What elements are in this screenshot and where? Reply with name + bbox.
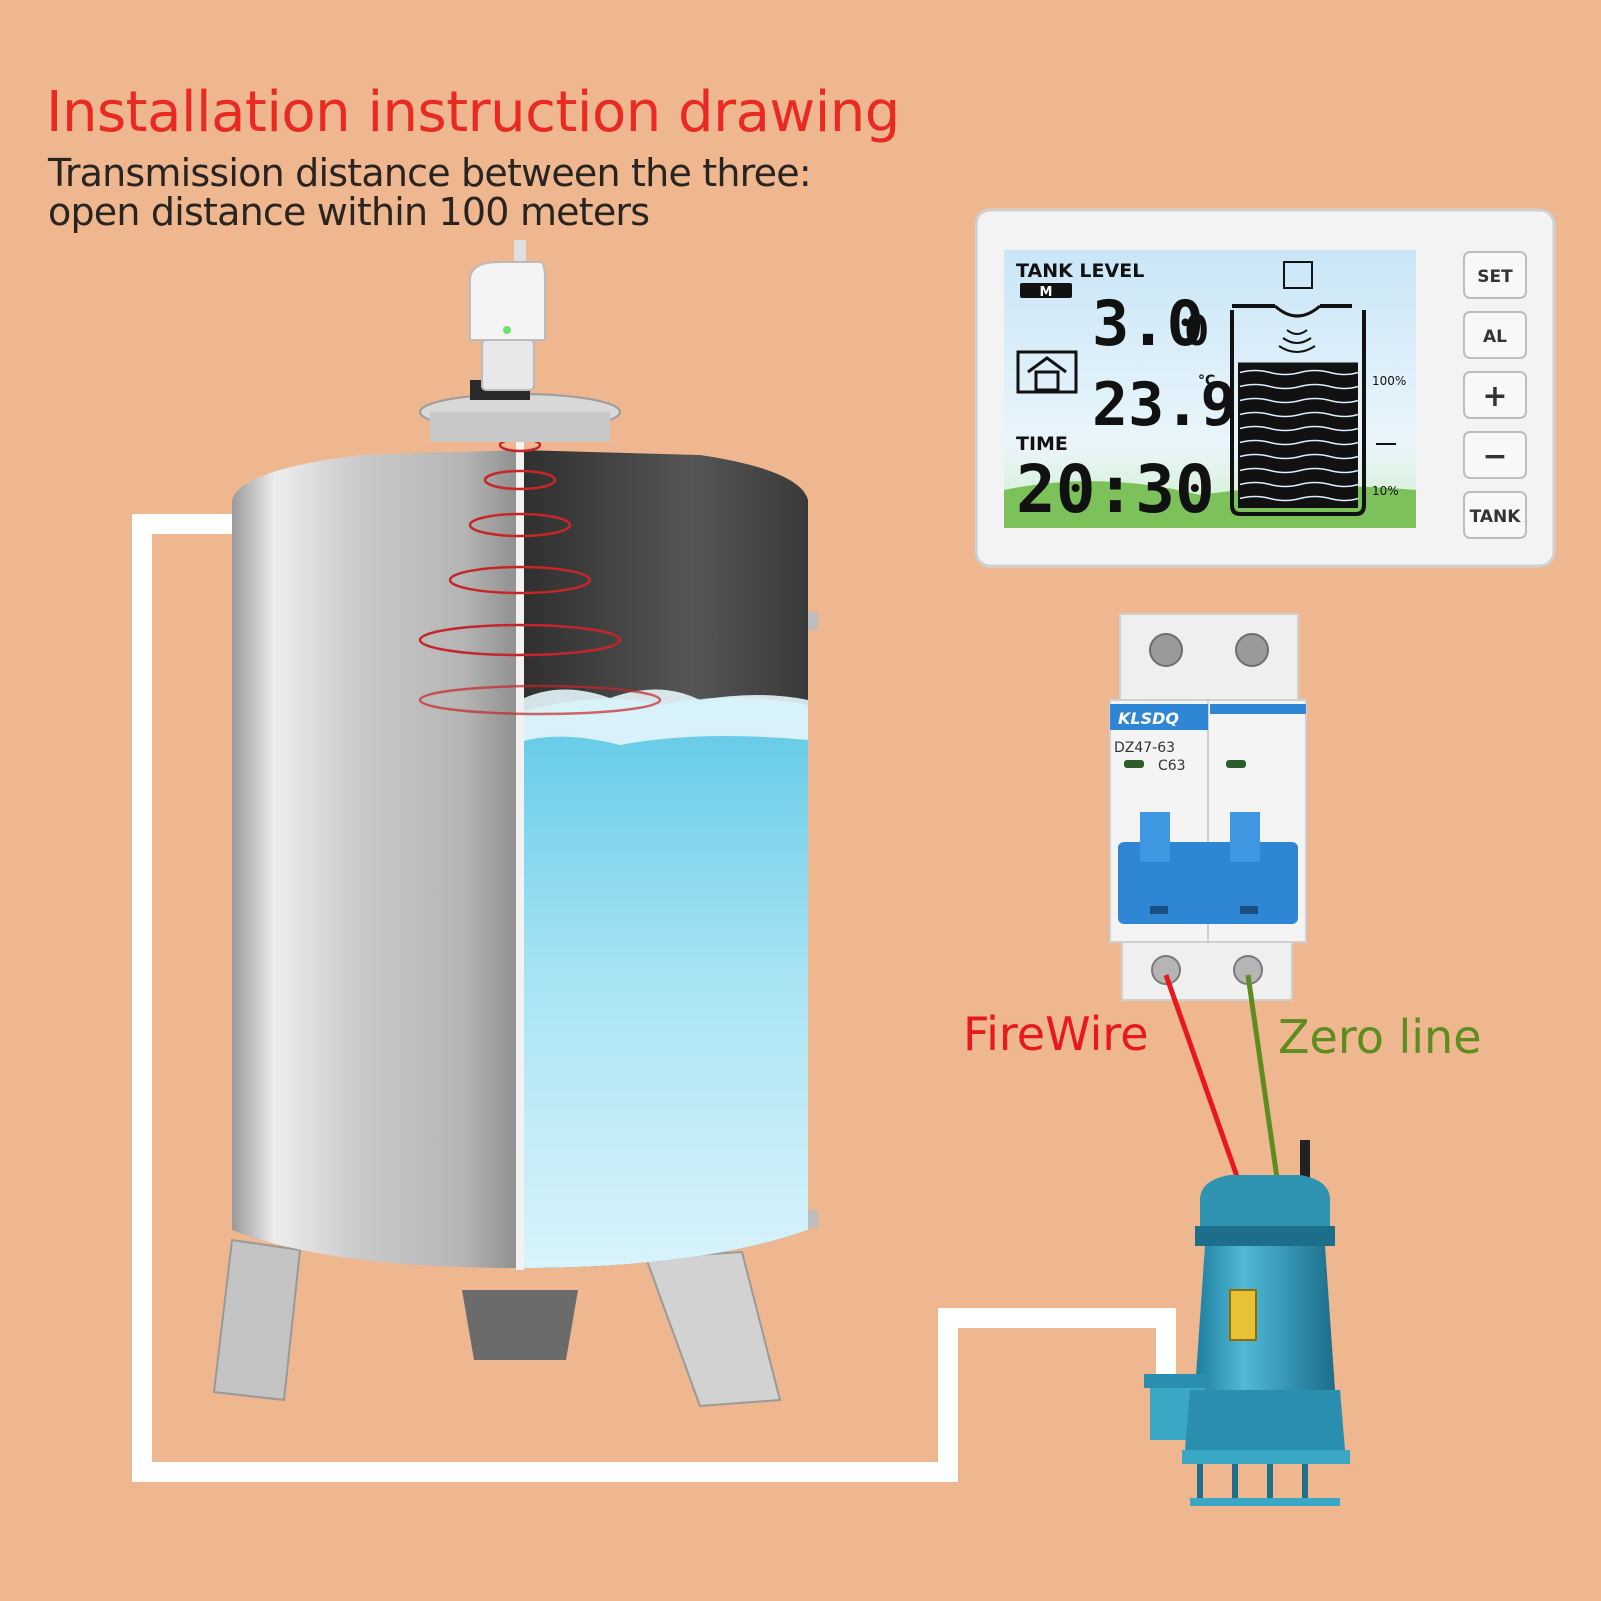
subtitle-line-2: open distance within 100 meters bbox=[48, 190, 650, 234]
alarm-button[interactable]: AL bbox=[1463, 311, 1527, 359]
level-suffix: 0 bbox=[1184, 306, 1209, 355]
time-label: TIME bbox=[1016, 433, 1068, 455]
sensor-icon bbox=[1283, 261, 1313, 289]
tank-button-label: TANK bbox=[1470, 507, 1522, 527]
breaker-model: DZ47-63 bbox=[1114, 740, 1175, 756]
terminal-screw-icon bbox=[1149, 633, 1269, 667]
tank-legs bbox=[212, 1238, 782, 1408]
minus-button[interactable]: − bbox=[1463, 431, 1527, 479]
gauge-wave-line bbox=[1239, 481, 1359, 488]
subtitle-line-1: Transmission distance between the three: bbox=[48, 151, 812, 195]
breaker-brand: KLSDQ bbox=[1118, 709, 1179, 728]
pct-high-label: 100% bbox=[1372, 374, 1406, 388]
plus-button-label: + bbox=[1482, 379, 1507, 414]
breaker-rating: C63 bbox=[1158, 758, 1186, 774]
unit-badge: M bbox=[1040, 285, 1053, 300]
set-button-label: SET bbox=[1477, 267, 1513, 287]
breaker-switch[interactable] bbox=[1118, 842, 1298, 924]
monitor-buttons: SET AL + − TANK bbox=[1463, 251, 1527, 539]
minus-button-label: − bbox=[1482, 439, 1507, 474]
fire-wire-label: FireWire bbox=[963, 1007, 1149, 1061]
set-button[interactable]: SET bbox=[1463, 251, 1527, 299]
signal-icon bbox=[1278, 329, 1316, 353]
water-pipe bbox=[132, 514, 1176, 1482]
tank-button[interactable]: TANK bbox=[1463, 491, 1527, 539]
diagram-subtitle: Transmission distance between the three:… bbox=[48, 151, 812, 234]
water-tank bbox=[232, 380, 818, 1270]
gauge-wave-line bbox=[1239, 383, 1359, 390]
gauge-wave-line bbox=[1239, 425, 1359, 432]
zero-wire bbox=[1245, 974, 1281, 1186]
tank-level-gauge: 100% 10% bbox=[1230, 261, 1406, 516]
temp-unit: °C bbox=[1198, 373, 1215, 389]
level-value: 3.0 bbox=[1092, 287, 1204, 360]
fire-wire bbox=[1163, 974, 1243, 1186]
temperature-value: 23.9 bbox=[1092, 370, 1237, 440]
time-value: 20:30 bbox=[1016, 451, 1215, 528]
ultrasonic-sensor bbox=[469, 240, 546, 391]
pct-low-label: 10% bbox=[1372, 484, 1399, 498]
level-monitor: TANK LEVEL M 3.0 0 °C 23.9 TIME 20:30 bbox=[974, 208, 1556, 568]
gauge-wave-line bbox=[1239, 453, 1359, 460]
gauge-wave-line bbox=[1239, 439, 1359, 446]
gauge-wave-line bbox=[1239, 495, 1359, 502]
gauge-wave-line bbox=[1239, 369, 1359, 376]
gauge-wave-line bbox=[1239, 467, 1359, 474]
plus-button[interactable]: + bbox=[1463, 371, 1527, 419]
tank-level-label: TANK LEVEL bbox=[1016, 260, 1144, 282]
submersible-pump bbox=[1144, 1140, 1350, 1506]
gauge-wave-line bbox=[1239, 411, 1359, 418]
diagram-title: Installation instruction drawing bbox=[46, 80, 900, 145]
pump-label-plate bbox=[1229, 1289, 1257, 1341]
circuit-breaker: KLSDQ DZ47-63 C63 bbox=[1109, 613, 1307, 1001]
gauge-wave-line bbox=[1239, 397, 1359, 404]
home-icon bbox=[1016, 350, 1078, 394]
alarm-button-label: AL bbox=[1483, 327, 1507, 347]
zero-line-label: Zero line bbox=[1278, 1010, 1482, 1064]
